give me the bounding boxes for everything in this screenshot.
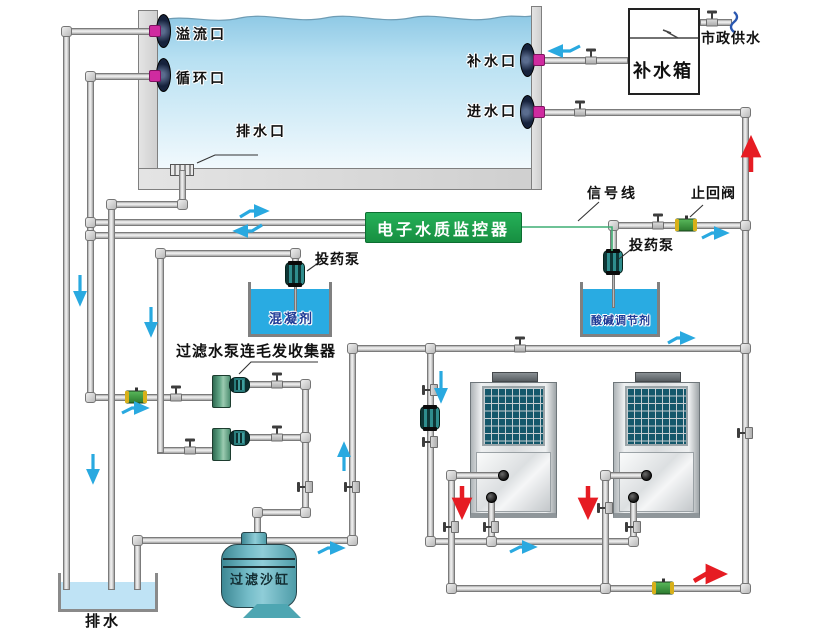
pipe-elbow [425, 536, 436, 547]
heat-pump-2-side-port [641, 470, 652, 481]
valve [182, 438, 198, 455]
valve [704, 10, 720, 27]
valve [583, 48, 599, 65]
pipe-elbow [608, 220, 619, 231]
drain-basin [58, 573, 158, 612]
pipe-elbow [300, 507, 311, 518]
heat-pump-1-grille [482, 386, 545, 446]
label-check-valve: 止回阀 [691, 185, 736, 201]
label-sand-filter: 过滤沙缸 [230, 572, 291, 587]
water-quality-monitor: 电子水质监控器 [365, 212, 522, 243]
pipe-tee [300, 432, 311, 443]
valve [650, 213, 666, 230]
label-inlet-port: 进水口 [467, 103, 518, 119]
hair-collector-2 [212, 428, 231, 461]
pipe-elbow [155, 248, 166, 259]
hair-collector-1 [212, 375, 231, 408]
pipe-tee [740, 220, 751, 231]
coagulant-tank-water [251, 289, 329, 334]
label-drain-basin: 排水 [85, 613, 122, 630]
pipe-tee [486, 536, 497, 547]
coagulant-tank [248, 282, 332, 337]
pipe-elbow [85, 71, 96, 82]
label-acid-alkali: 酸碱调节剂 [591, 315, 651, 327]
pipe-elbow [600, 470, 611, 481]
pipe-elbow [628, 536, 639, 547]
label-overflow-port: 溢流口 [176, 26, 227, 42]
sand-filter-body [221, 544, 297, 608]
pipe-elbow [347, 343, 358, 354]
label-municipal-supply: 市政供水 [701, 30, 761, 46]
check-valve [652, 578, 674, 595]
pipe-elbow [106, 199, 117, 210]
pipe-elbow [132, 535, 143, 546]
pipe-tee [85, 230, 96, 241]
sand-filter-band [223, 558, 295, 560]
check-valve [675, 215, 697, 232]
pipe-elbow [740, 107, 751, 118]
filter-pump-2 [229, 430, 250, 446]
pipe-elbow [85, 392, 96, 403]
label-makeup-tank: 补水箱 [633, 61, 693, 81]
pipe-tee [85, 217, 96, 228]
valve [269, 425, 285, 442]
pipe-elbow [446, 470, 457, 481]
label-drain-port: 排水口 [236, 123, 287, 139]
pipe-elbow [347, 535, 358, 546]
pipe-elbow [290, 248, 301, 259]
pipe-elbow [740, 583, 751, 594]
heat-pump-1-side-port [498, 470, 509, 481]
port-connector [149, 25, 161, 37]
valve [269, 372, 285, 389]
heat-pump-2-bottom-port [628, 492, 639, 503]
dosing-pump-left [285, 261, 305, 287]
pipe-elbow [252, 507, 263, 518]
pipe-elbow [61, 26, 72, 37]
pipe-elbow [177, 199, 188, 210]
municipal-supply-squiggle [729, 11, 739, 33]
heat-pump-2-grille [625, 386, 688, 446]
sand-filter-base [243, 604, 301, 618]
acid-alkali-tank-water [583, 289, 657, 334]
pipe-tee [740, 343, 751, 354]
label-dosing-pump-left: 投药泵 [315, 251, 360, 267]
port-connector [149, 70, 161, 82]
makeup-tank-box [628, 8, 700, 95]
valve [168, 385, 184, 402]
heat-pump-1-cap [492, 372, 538, 382]
pipe-tee [600, 583, 611, 594]
pipe-tee [425, 343, 436, 354]
label-makeup-port: 补水口 [467, 53, 518, 69]
label-filter-pump: 过滤水泵连毛发收集器 [176, 343, 337, 360]
valve [512, 336, 528, 353]
port-connector [533, 54, 545, 66]
pipe-elbow [446, 583, 457, 594]
heat-pump-1-bottom-port [486, 492, 497, 503]
port-connector [533, 106, 545, 118]
heat-pump-2-cap [635, 372, 681, 382]
pipe-elbow [300, 379, 311, 390]
valve [572, 100, 588, 117]
acid-alkali-tank [580, 282, 660, 337]
label-dosing-pump-right: 投药泵 [629, 237, 674, 253]
filter-pump-1 [229, 377, 250, 393]
sand-filter-band [223, 566, 295, 568]
signal-wire [522, 226, 613, 251]
dosing-pump-right [603, 249, 623, 275]
circulation-pump [420, 405, 440, 431]
label-circulation-port: 循环口 [176, 70, 227, 86]
label-signal-line: 信号线 [587, 185, 638, 201]
label-coagulant: 混凝剂 [269, 311, 315, 326]
